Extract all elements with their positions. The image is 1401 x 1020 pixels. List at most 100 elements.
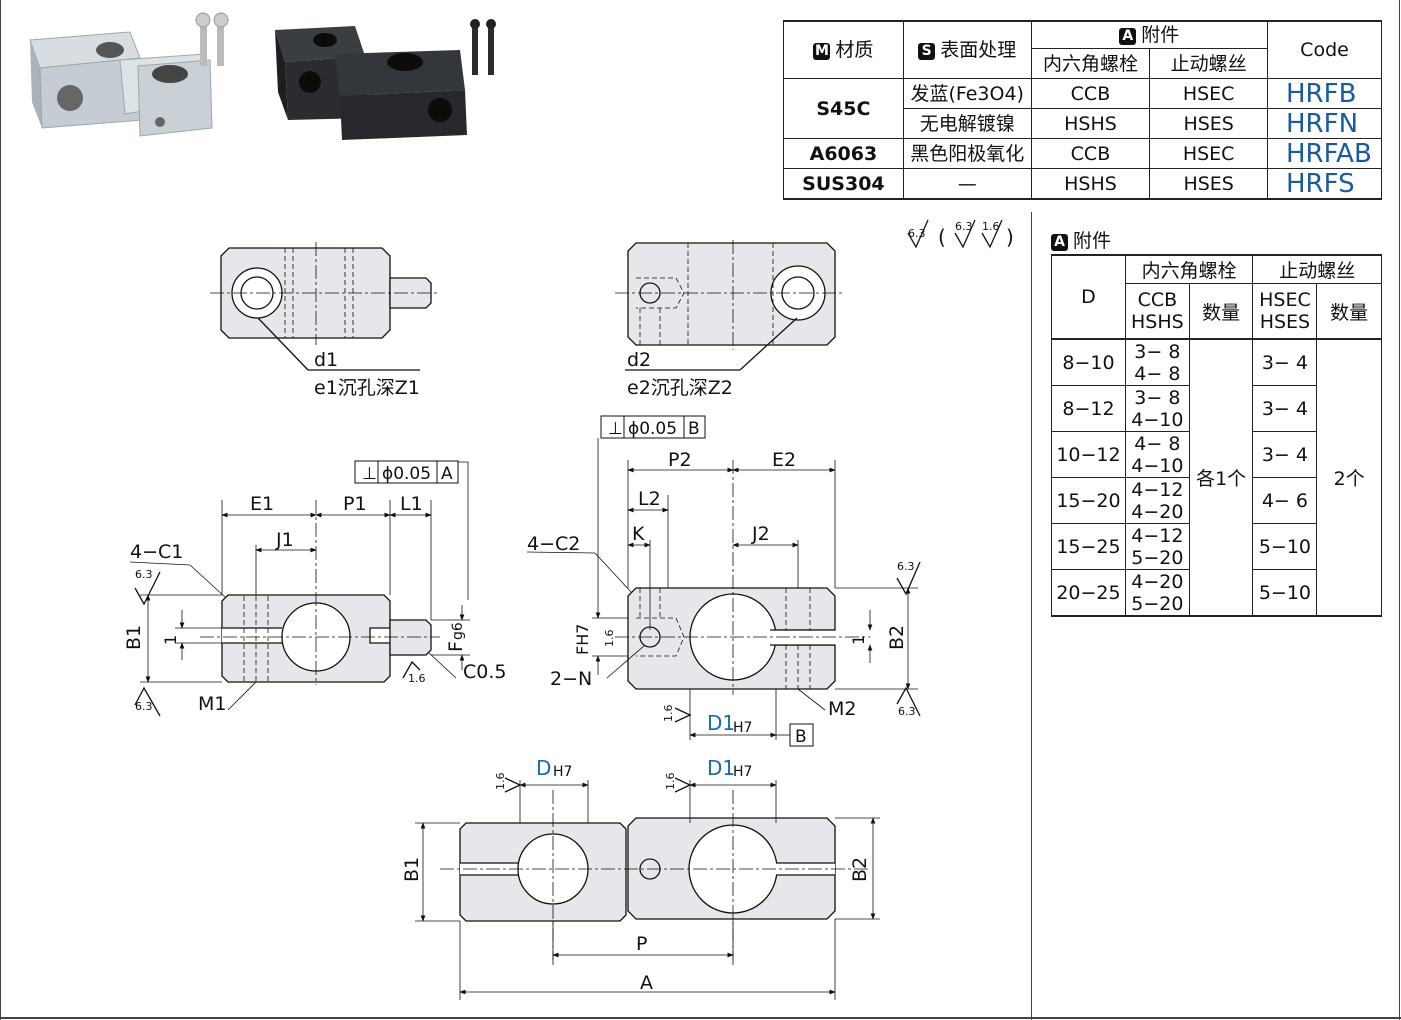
label-P2: P2 <box>668 449 692 471</box>
code-cell: HRFS <box>1267 168 1382 200</box>
bolt-qty-header: 数量 <box>1188 283 1254 340</box>
label-P: P <box>636 933 647 955</box>
product-photos <box>29 12 496 140</box>
d-cell: 15−25 <box>1051 523 1126 570</box>
label-H7-c: H7 <box>733 764 752 780</box>
set-screw-header: 止动螺丝 <box>1252 254 1382 284</box>
label-J1: J1 <box>275 529 294 551</box>
front-view-part2 <box>526 415 921 747</box>
screw-qty-header: 数量 <box>1316 283 1382 340</box>
rough-63-b: 6.3 <box>955 220 973 233</box>
label-g6: g6 <box>450 622 466 640</box>
label-J2: J2 <box>751 523 770 545</box>
rough-16-b: 1.6 <box>408 672 426 685</box>
left-border <box>0 0 1 1020</box>
silver-clamp-photo <box>29 31 213 137</box>
label-B2-bottom: B2 <box>849 857 871 882</box>
label-E1: E1 <box>250 493 274 515</box>
label-e1: e1沉孔深Z1 <box>314 377 420 399</box>
label-one-b: 1 <box>849 635 868 645</box>
rough-63-c: 6.3 <box>135 568 153 581</box>
technical-drawing: d1 e1沉孔深Z1 d2 e2沉孔深Z2 E1 P1 L1 J1 4−C1 C… <box>123 219 1014 1000</box>
label-D: D <box>536 756 551 780</box>
datum-B: B <box>795 727 807 747</box>
paren-close: ) <box>1006 225 1014 249</box>
perp-symbol-1: ⊥ <box>362 464 377 484</box>
rough-63-a: 6.3 <box>908 227 926 240</box>
tolerance-2: ϕ0.05 <box>628 419 677 439</box>
label-L2: L2 <box>638 488 661 510</box>
label-L1: L1 <box>400 493 423 515</box>
label-N: 2−N <box>550 668 592 690</box>
label-D1H7: D1 <box>707 711 735 735</box>
table-row: 无电解镀镍 HSHS HSES HRFN <box>784 108 1382 139</box>
rough-16-c: 1.6 <box>603 630 616 648</box>
bolt-cell: CCB <box>1030 138 1151 169</box>
silver-screws-photo <box>195 12 229 66</box>
screw-cell: HSES <box>1149 108 1268 139</box>
label-A: A <box>640 972 653 994</box>
surface-cell: 无电解镀镍 <box>902 108 1032 139</box>
label-H7-a: H7 <box>733 720 752 736</box>
bottom-border <box>0 1017 1401 1019</box>
black-screws-photo <box>470 19 496 75</box>
vertical-divider <box>1031 212 1032 1020</box>
label-d1: d1 <box>314 349 338 371</box>
label-one-a: 1 <box>161 635 180 645</box>
paren-open: ( <box>938 225 946 249</box>
screw-cell: HSEC <box>1149 78 1268 109</box>
screw-cell: 3− 4 <box>1252 431 1318 478</box>
screw-cell: 3− 4 <box>1252 385 1318 432</box>
tolerance-1: ϕ0.05 <box>382 464 431 484</box>
bolt-cell: CCB <box>1030 78 1151 109</box>
perp-symbol-2: ⊥ <box>608 419 623 439</box>
top-view-part1 <box>210 242 440 371</box>
table-row: SUS304 — HSHS HSES HRFS <box>783 168 1382 200</box>
right-border <box>1399 0 1400 1020</box>
label-C1: 4−C1 <box>130 541 183 563</box>
d-cell: 20−25 <box>1051 569 1126 617</box>
rough-16-a: 1.6 <box>982 220 1000 233</box>
surface-cell: 黑色阳极氧化 <box>902 138 1032 169</box>
label-K: K <box>632 523 645 545</box>
label-D1-bottom: D1 <box>707 756 735 780</box>
rough-63-f: 6.3 <box>898 705 916 718</box>
bolt-qty-cell: 各1个 <box>1188 338 1254 617</box>
surface-cell: 发蓝(Fe3O4) <box>902 78 1032 109</box>
label-d2: d2 <box>627 349 651 371</box>
code-header: Code <box>1267 20 1382 79</box>
hex-bolt-header: 内六角螺栓 <box>1030 48 1151 79</box>
label-FH7: FH7 <box>573 624 592 655</box>
label-P1: P1 <box>343 493 367 515</box>
label-B2: B2 <box>886 625 908 650</box>
label-H7-b: H7 <box>553 764 572 780</box>
datum-A: A <box>441 464 453 484</box>
code-cell: HRFB <box>1267 78 1382 109</box>
material-cell: S45C <box>783 78 904 139</box>
roughness-symbol <box>907 219 1003 249</box>
code-cell: HRFAB <box>1267 138 1382 169</box>
rough-16-e: 1.6 <box>494 773 507 791</box>
label-e2: e2沉孔深Z2 <box>627 377 733 399</box>
d-cell: 8−12 <box>1051 385 1126 432</box>
rough-16-f: 1.6 <box>664 773 677 791</box>
d-cell: 8−10 <box>1051 338 1126 386</box>
label-C05: C0.5 <box>463 661 506 683</box>
screw-cell: 5−10 <box>1252 569 1318 617</box>
